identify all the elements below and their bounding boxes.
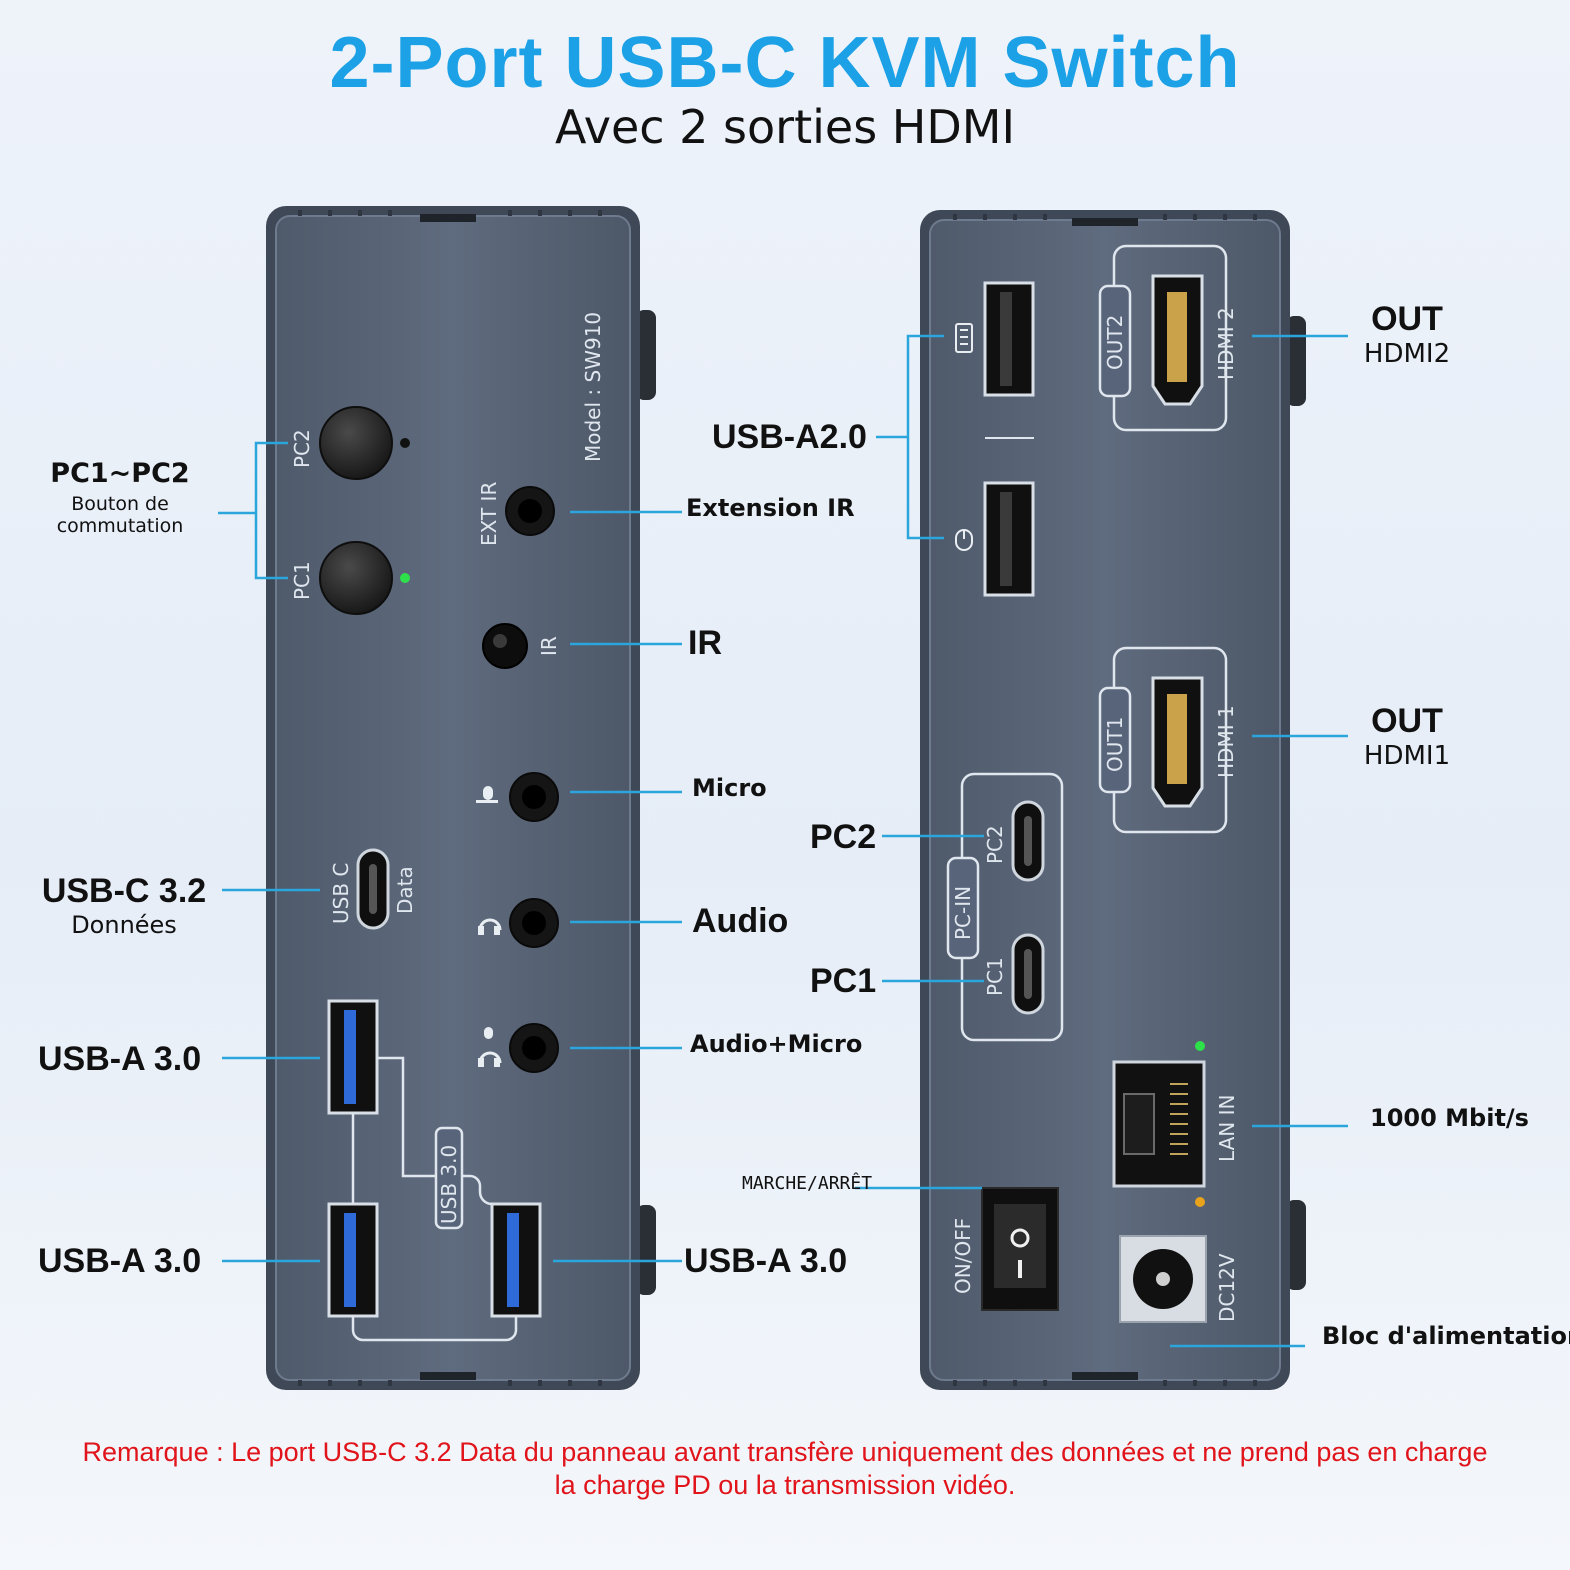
pc-buttons-line2: commutation (56, 515, 184, 537)
pc-in-label: PC-IN (951, 886, 975, 940)
usbc32-title: USB-C 3.2 (41, 872, 207, 910)
pc-buttons-callout: PC1~PC2 Bouton de commutation (30, 458, 210, 537)
usb-a-port-bottom-left[interactable] (327, 1202, 379, 1318)
rear-pc1-port-label: PC1 (983, 957, 1007, 996)
pc2-callout: PC2 (810, 818, 877, 856)
out-hdmi1-callout: OUT HDMI1 (1348, 702, 1466, 771)
power-switch-callout: MARCHE/ARRÊT (742, 1173, 873, 1194)
rear-panel: OUT2 HDMI 2 OUT1 HDMI 1 PC-IN PC2 PC1 (920, 210, 1306, 1390)
remark-line-2: la charge PD ou la transmission vidéo. (554, 1470, 1016, 1500)
lan-in-port-label: LAN IN (1215, 1095, 1239, 1162)
usba30-bottom-callout: USB-A 3.0 (38, 1242, 202, 1280)
extension-ir-callout: Extension IR (686, 494, 855, 522)
out-hdmi2-title: OUT (1371, 300, 1443, 338)
out-hdmi2-sub: HDMI2 (1363, 339, 1451, 369)
pc2-port-label: PC2 (290, 429, 314, 468)
out-hdmi2-callout: OUT HDMI2 (1348, 300, 1466, 369)
usba20-callout: USB-A2.0 (712, 418, 867, 456)
headset-icon (478, 1027, 502, 1067)
usba30-top-callout: USB-A 3.0 (38, 1040, 202, 1078)
ir-port-label: IR (537, 636, 561, 656)
dc-power-jack[interactable] (1119, 1235, 1207, 1323)
pc2-led (400, 438, 410, 448)
front-panel: Model : SW910 PC2 PC1 EXT IR IR (266, 206, 656, 1390)
leader-lines (218, 334, 1348, 1348)
headphone-icon (478, 918, 502, 935)
keyboard-icon (955, 323, 973, 353)
data-port-label: Data (393, 866, 417, 914)
remark-note: Remarque : Le port USB-C 3.2 Data du pan… (0, 1436, 1570, 1502)
pc-buttons-title: PC1~PC2 (50, 458, 190, 489)
pc2-usb-c-port[interactable] (1011, 800, 1045, 882)
pc1-led (400, 573, 410, 583)
out-hdmi1-title: OUT (1371, 702, 1443, 740)
usb-a2-keyboard-port[interactable] (983, 281, 1035, 397)
usba30-right-callout: USB-A 3.0 (684, 1242, 848, 1280)
usb-a2-mouse-port[interactable] (983, 481, 1035, 597)
dc12v-port-label: DC12V (1215, 1253, 1239, 1322)
pc-buttons-line1: Bouton de (71, 493, 169, 515)
lan-link-led (1195, 1041, 1205, 1051)
on-off-port-label: ON/OFF (951, 1218, 975, 1294)
mouse-icon (955, 529, 973, 551)
ir-callout: IR (688, 624, 722, 662)
usb-a-port-bottom-right[interactable] (490, 1202, 542, 1318)
hdmi2-port[interactable] (1151, 274, 1204, 406)
lan-activity-led (1195, 1197, 1205, 1207)
usbc32-sub: Données (71, 911, 177, 939)
hdmi1-port-label: HDMI 1 (1214, 705, 1238, 778)
pc1-port-label: PC1 (290, 561, 314, 600)
usb-a-port-top[interactable] (327, 999, 379, 1115)
model-label: Model : SW910 (581, 312, 605, 462)
power-supply-callout: Bloc d'alimentation (1322, 1322, 1570, 1350)
pc1-usb-c-port[interactable] (1011, 933, 1045, 1015)
out1-port-label: OUT1 (1103, 717, 1127, 772)
pc2-button[interactable] (319, 406, 393, 480)
out2-port-label: OUT2 (1103, 315, 1127, 370)
hdmi1-port[interactable] (1151, 676, 1204, 808)
page-title: 2-Port USB-C KVM Switch (329, 23, 1241, 103)
usb30-group-label: USB 3.0 (437, 1145, 461, 1224)
usbc32-callout: USB-C 3.2 Données (28, 872, 220, 939)
page-subtitle: Avec 2 sorties HDMI (554, 100, 1016, 154)
out-hdmi1-sub: HDMI1 (1363, 741, 1451, 771)
rear-pc2-port-label: PC2 (983, 825, 1007, 864)
microphone-icon (476, 786, 498, 803)
pc1-button[interactable] (319, 541, 393, 615)
lan-speed-callout: 1000 Mbit/s (1370, 1104, 1529, 1132)
ir-sensor (482, 623, 528, 669)
usb-c-port-label: USB C (329, 863, 353, 924)
audio-callout: Audio (692, 902, 789, 940)
hdmi2-port-label: HDMI 2 (1214, 307, 1238, 380)
pc1-callout: PC1 (810, 962, 877, 1000)
remark-line-1: Remarque : Le port USB-C 3.2 Data du pan… (82, 1437, 1488, 1467)
audio-micro-callout: Audio+Micro (690, 1030, 863, 1058)
power-switch[interactable] (981, 1187, 1059, 1311)
ext-ir-port-label: EXT IR (477, 482, 501, 546)
micro-callout: Micro (692, 774, 767, 802)
lan-port[interactable] (1112, 1060, 1206, 1188)
